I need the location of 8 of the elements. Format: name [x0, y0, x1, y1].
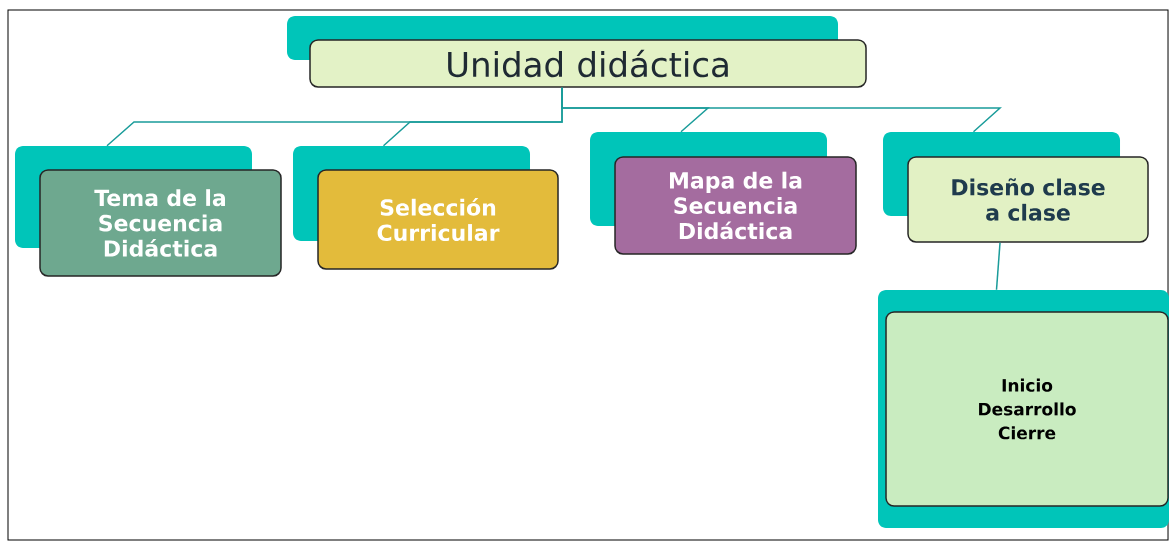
card: Diseño clase a clase: [883, 132, 1149, 243]
card: Inicio Desarrollo Cierre: [878, 290, 1169, 528]
card: Unidad didáctica: [287, 16, 867, 88]
card: Mapa de la Secuencia Didáctica: [590, 132, 857, 255]
card: Selección Curricular: [293, 146, 559, 270]
connector-line: [995, 242, 1001, 291]
card: Tema de la Secuencia Didáctica: [15, 146, 282, 277]
connector-line: [561, 87, 1002, 133]
